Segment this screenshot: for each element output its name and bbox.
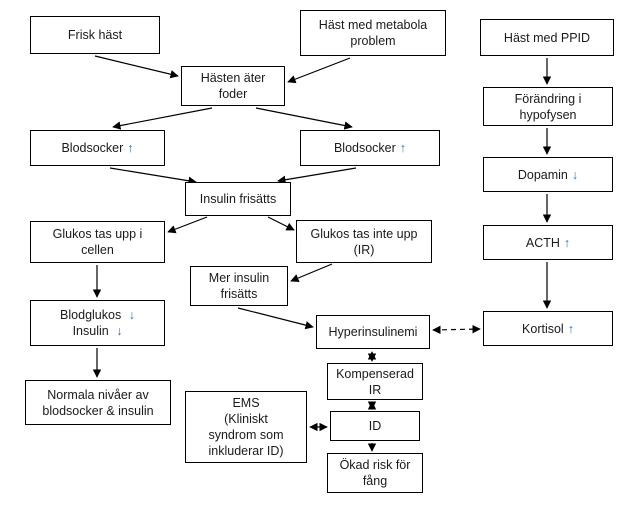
box-blodglukos-insulin: Blodglukos ↓ Insulin ↓ xyxy=(30,300,165,346)
down-arrow-glyph: ↓ xyxy=(128,308,135,322)
up-arrow-glyph: ↑ xyxy=(563,235,571,250)
box-glukos-tas-inte-upp: Glukos tas inte upp(IR) xyxy=(296,220,432,263)
arrow-foder-to-blodsocker-right xyxy=(255,107,353,130)
box-hyperinsulinemi-label: Hyperinsulinemi xyxy=(328,325,418,339)
arrow-insulin-to-glukos-upp xyxy=(167,216,208,234)
arrow-blodsocker-left-to-insulin xyxy=(109,167,197,185)
box-id-label: ID xyxy=(368,419,382,433)
box-acth: ACTH ↑ xyxy=(483,225,613,260)
box-blodglukos-line2: Insulin ↓ xyxy=(73,323,123,339)
arrow-metabola-to-foder xyxy=(287,57,351,84)
box-glukos-tas-inte-upp-label: Glukos tas inte upp(IR) xyxy=(310,226,418,257)
blodglukos-label: Blodglukos xyxy=(60,308,122,322)
box-blodsocker-left: Blodsocker ↑ xyxy=(30,130,165,166)
box-blodsocker-right: Blodsocker ↑ xyxy=(300,130,440,166)
up-arrow-glyph: ↑ xyxy=(127,141,134,155)
box-kortisol: Kortisol ↑ xyxy=(483,311,613,346)
up-arrow-glyph: ↑ xyxy=(567,321,574,336)
box-hast-ppid: Häst med PPID xyxy=(480,19,614,56)
box-acth-label: ACTH xyxy=(525,235,560,250)
arrow-hyperinsulinemi-kortisol-dashed xyxy=(432,324,481,335)
up-arrow-glyph: ↑ xyxy=(399,141,407,155)
down-arrow-glyph: ↓ xyxy=(116,324,123,338)
box-insulin-frisatts: Insulin frisätts xyxy=(185,182,291,216)
arrow-foder-to-blodsocker-left xyxy=(112,107,213,130)
box-blodglukos-line1: Blodglukos ↓ xyxy=(60,307,135,323)
arrow-blodsocker-right-to-insulin xyxy=(277,167,357,184)
arrow-insulin-to-glukos-inte xyxy=(267,216,295,231)
insulin-label: Insulin xyxy=(72,324,109,338)
arrow-frisk-hast-to-foder xyxy=(94,55,179,79)
box-hyperinsulinemi: Hyperinsulinemi xyxy=(316,315,430,349)
box-blodsocker-left-label: Blodsocker xyxy=(61,141,124,155)
box-dopamin: Dopamin ↓ xyxy=(483,157,613,192)
box-hast-ppid-label: Häst med PPID xyxy=(503,30,591,45)
box-frisk-hast-label: Frisk häst xyxy=(67,28,123,42)
box-dopamin-label: Dopamin xyxy=(517,167,568,182)
box-frisk-hast: Frisk häst xyxy=(30,16,160,54)
box-insulin-frisatts-label: Insulin frisätts xyxy=(199,192,277,206)
arrow-glukos-inte-to-mer-insulin xyxy=(290,263,333,282)
box-id: ID xyxy=(330,411,420,441)
box-blodsocker-right-label: Blodsocker xyxy=(333,141,396,155)
down-arrow-glyph: ↓ xyxy=(571,167,579,182)
box-kortisol-label: Kortisol xyxy=(522,321,564,336)
arrow-mer-insulin-to-hyperinsulinemi xyxy=(237,307,314,330)
